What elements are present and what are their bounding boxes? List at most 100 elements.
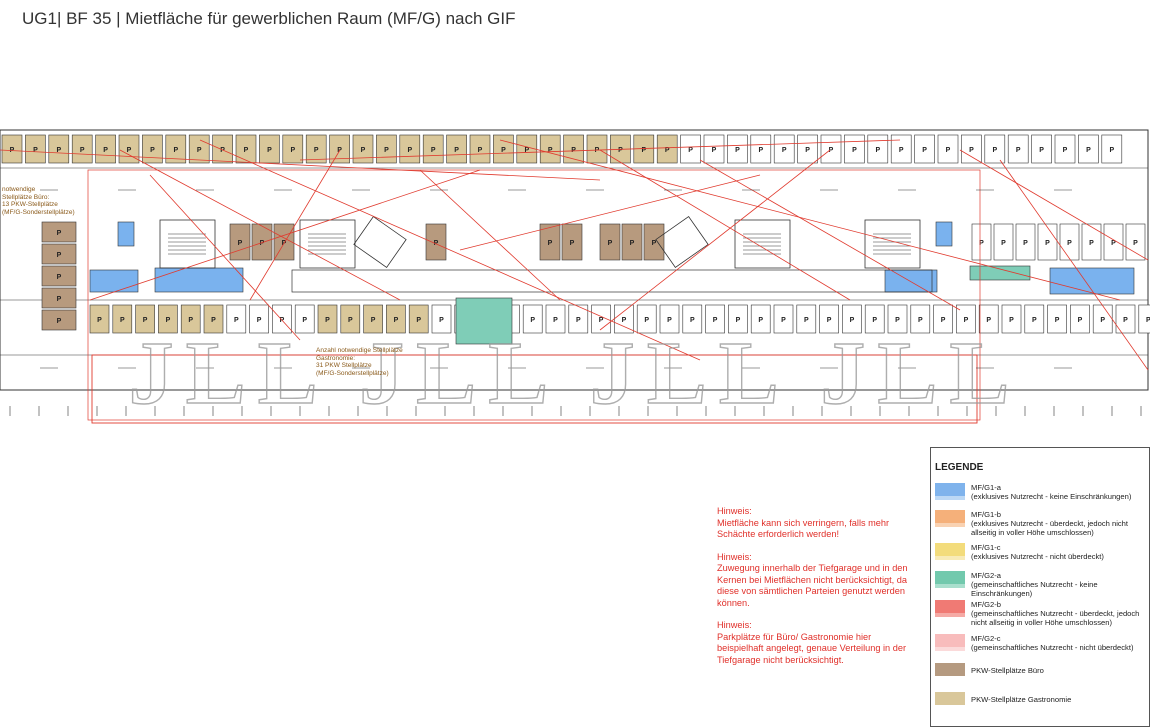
- parking-stall: [819, 304, 839, 334]
- red-connector-line: [419, 169, 561, 301]
- parking-stall: [446, 134, 467, 164]
- legend-swatch: [935, 571, 965, 584]
- parking-stall: [1125, 223, 1146, 261]
- parking-symbol: P: [454, 147, 459, 154]
- parking-stall: [363, 304, 383, 334]
- parking-stall: [561, 223, 583, 261]
- rental-area-blue: [89, 269, 139, 293]
- legend-swatch-light: [935, 523, 965, 527]
- parking-stall: [158, 304, 178, 334]
- parking-symbol: P: [143, 317, 148, 324]
- parking-symbol: P: [1067, 240, 1072, 247]
- parking-stall: [682, 304, 703, 334]
- note-2: Hinweis: Zuwegung innerhalb der Tiefgara…: [717, 551, 908, 608]
- parking-symbol: P: [979, 240, 984, 247]
- parking-symbol: P: [120, 317, 125, 324]
- parking-stall: [229, 223, 251, 261]
- parking-symbol: P: [188, 317, 193, 324]
- parking-stall: [643, 223, 665, 261]
- parking-stall: [165, 134, 187, 164]
- parking-symbol: P: [875, 147, 880, 154]
- rental-area-blue: [935, 221, 953, 247]
- parking-symbol: P: [1111, 240, 1116, 247]
- parking-stall: [797, 134, 818, 164]
- parking-symbol: P: [478, 147, 483, 154]
- parking-stall: [226, 304, 247, 334]
- parking-symbol: P: [827, 317, 832, 324]
- parking-symbol: P: [244, 147, 249, 154]
- watermark-jll: JLL JLL JLL JLL: [129, 324, 1022, 423]
- parking-stall: [993, 223, 1014, 261]
- parking-stall: [408, 304, 429, 334]
- parking-stall: [750, 304, 771, 334]
- parking-stall: [659, 304, 680, 334]
- legend-desc: (gemeinschaftliches Nutzrecht - keine Ei…: [971, 580, 1098, 598]
- parking-symbol: P: [758, 317, 763, 324]
- parking-symbol: P: [735, 147, 740, 154]
- parking-symbol: P: [1016, 147, 1021, 154]
- parking-stall: [890, 134, 912, 164]
- notes: Hinweis: Mietfläche kann sich verringern…: [717, 506, 917, 677]
- parking-symbol: P: [302, 317, 307, 324]
- parking-stall: [142, 134, 163, 164]
- parking-symbol: P: [1146, 317, 1150, 324]
- parking-stall: [796, 304, 817, 334]
- legend-swatch: [935, 634, 965, 647]
- parking-stall: [703, 134, 725, 164]
- page-title: UG1| BF 35 | Mietfläche für gewerblichen…: [22, 9, 516, 28]
- parking-stall: [984, 134, 1006, 164]
- parking-stall: [1007, 134, 1029, 164]
- legend-desc: PKW-Stellplätze Büro: [971, 666, 1044, 675]
- parking-symbol: P: [992, 147, 997, 154]
- parking-stall: [48, 134, 70, 164]
- rental-area-blue: [1049, 267, 1135, 295]
- parking-stall: [705, 304, 725, 334]
- parking-symbol: P: [348, 317, 353, 324]
- red-contour: [87, 169, 981, 421]
- parking-symbol: P: [361, 147, 366, 154]
- parking-symbol: P: [257, 317, 262, 324]
- parking-symbol: P: [622, 317, 627, 324]
- parking-symbol: P: [895, 317, 900, 324]
- red-connector-line: [119, 149, 401, 301]
- parking-stall: [864, 304, 885, 334]
- legend-swatch: [935, 543, 965, 556]
- parking-symbol: P: [548, 240, 553, 247]
- parking-stall: [978, 304, 999, 334]
- parking-symbol: P: [1086, 147, 1091, 154]
- parking-symbol: P: [211, 317, 216, 324]
- legend-code: MF/G2-b: [971, 600, 1001, 609]
- note-3: Hinweis: Parkplätze für Büro/ Gastronomi…: [717, 620, 906, 665]
- legend-swatch: [935, 510, 965, 523]
- parking-stall: [305, 134, 327, 164]
- parking-symbol: P: [964, 317, 969, 324]
- parking-stall: [586, 134, 608, 164]
- parking-stall: [656, 134, 678, 164]
- parking-stall: [41, 309, 77, 331]
- parking-symbol: P: [103, 147, 108, 154]
- parking-symbol: P: [173, 147, 178, 154]
- red-connector-line: [599, 149, 851, 301]
- parking-symbol: P: [1055, 317, 1060, 324]
- parking-symbol: P: [805, 147, 810, 154]
- parking-stall: [329, 134, 350, 164]
- parking-symbol: P: [394, 317, 399, 324]
- red-connector-line: [199, 139, 701, 361]
- parking-symbol: P: [530, 317, 535, 324]
- parking-stall: [1, 134, 23, 164]
- red-connector-line: [459, 174, 761, 251]
- legend-code: MF/G2-a: [971, 571, 1001, 580]
- parking-symbol: P: [852, 147, 857, 154]
- legend-code: MF/G1-c: [971, 543, 1001, 552]
- parking-stall: [621, 223, 643, 261]
- parking-stall: [522, 304, 543, 334]
- parking-symbol: P: [314, 147, 319, 154]
- parking-symbol: P: [1109, 147, 1114, 154]
- parking-symbol: P: [630, 240, 635, 247]
- parking-symbol: P: [644, 317, 649, 324]
- corridor: [291, 269, 933, 293]
- parking-stall: [317, 304, 338, 334]
- parking-symbol: P: [1045, 240, 1050, 247]
- legend-desc: (gemeinschaftliches Nutzrecht - überdeck…: [971, 609, 1140, 627]
- parking-stall: [203, 304, 224, 334]
